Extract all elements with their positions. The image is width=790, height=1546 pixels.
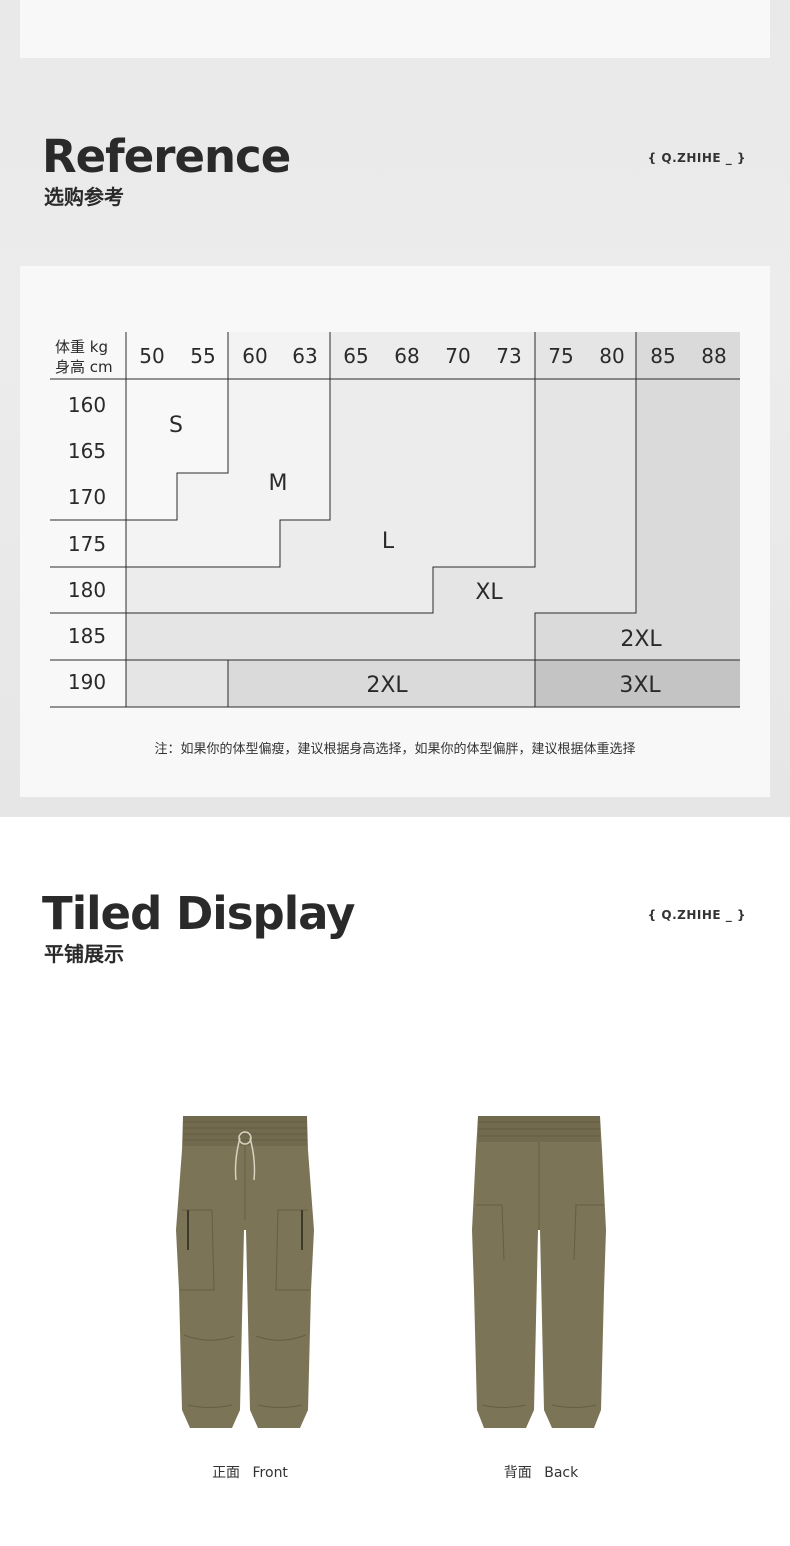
weight-label: 63 — [292, 344, 317, 368]
size-region-2xl-right — [535, 332, 740, 660]
weight-label: 60 — [242, 344, 267, 368]
size-label-3xl: 3XL — [619, 673, 661, 698]
weight-label: 73 — [496, 344, 521, 368]
weight-label: 80 — [599, 344, 624, 368]
brand-tag: { Q.ZHIHE _ } — [647, 908, 746, 922]
size-label-l: L — [382, 529, 395, 554]
weight-label: 88 — [701, 344, 726, 368]
pants-back-image — [472, 1116, 606, 1428]
back-caption-en: Back — [544, 1465, 579, 1481]
front-caption: 正面 Front — [150, 1462, 350, 1482]
pants-front-image — [176, 1116, 314, 1428]
size-boundaries — [50, 332, 740, 708]
back-caption-cn: 背面 — [503, 1465, 532, 1481]
back-caption: 背面 Back — [441, 1462, 641, 1482]
weight-label: 65 — [343, 344, 368, 368]
height-label: 190 — [68, 670, 106, 694]
size-label-xl: XL — [475, 580, 503, 605]
tiled-display-title: Tiled Display — [42, 887, 355, 940]
size-label-2xl-bottom: 2XL — [366, 673, 408, 698]
size-label-m: M — [269, 471, 288, 496]
brand-tag: { Q.ZHIHE _ } — [647, 151, 746, 165]
height-label: 165 — [68, 439, 106, 463]
weight-label: 50 — [139, 344, 164, 368]
height-label: 170 — [68, 485, 106, 509]
size-chart-table: 体重 kg 身高 cm 50 55 60 63 65 68 70 73 75 80 85 88 160… — [50, 332, 740, 708]
tiled-display-subtitle: 平铺展示 — [44, 942, 124, 966]
height-label: 180 — [68, 578, 106, 602]
weight-label: 85 — [650, 344, 675, 368]
front-caption-cn: 正面 — [212, 1465, 241, 1481]
reference-subtitle: 选购参考 — [44, 185, 124, 209]
size-chart-card: 体重 kg 身高 cm 50 55 60 63 65 68 70 73 75 80 85 88 160… — [20, 266, 770, 797]
front-caption-en: Front — [252, 1465, 288, 1481]
weight-label: 70 — [445, 344, 470, 368]
height-label: 185 — [68, 624, 106, 648]
weight-label: 55 — [190, 344, 215, 368]
header-height-label: 身高 cm — [55, 358, 113, 376]
size-region-3xl — [535, 660, 740, 707]
size-chart-note: 注：如果你的体型偏瘦，建议根据身高选择，如果你的体型偏胖，建议根据体重选择 — [154, 742, 636, 757]
height-label: 160 — [68, 393, 106, 417]
size-label-2xl-right: 2XL — [620, 627, 662, 652]
weight-label: 75 — [548, 344, 573, 368]
weight-label: 68 — [394, 344, 419, 368]
size-region-2xl-bottom — [228, 660, 535, 707]
header-weight-label: 体重 kg — [55, 338, 108, 356]
height-label: 175 — [68, 532, 106, 556]
size-label-s: S — [169, 413, 183, 438]
reference-title: Reference — [42, 130, 291, 183]
previous-content-card — [20, 0, 770, 58]
